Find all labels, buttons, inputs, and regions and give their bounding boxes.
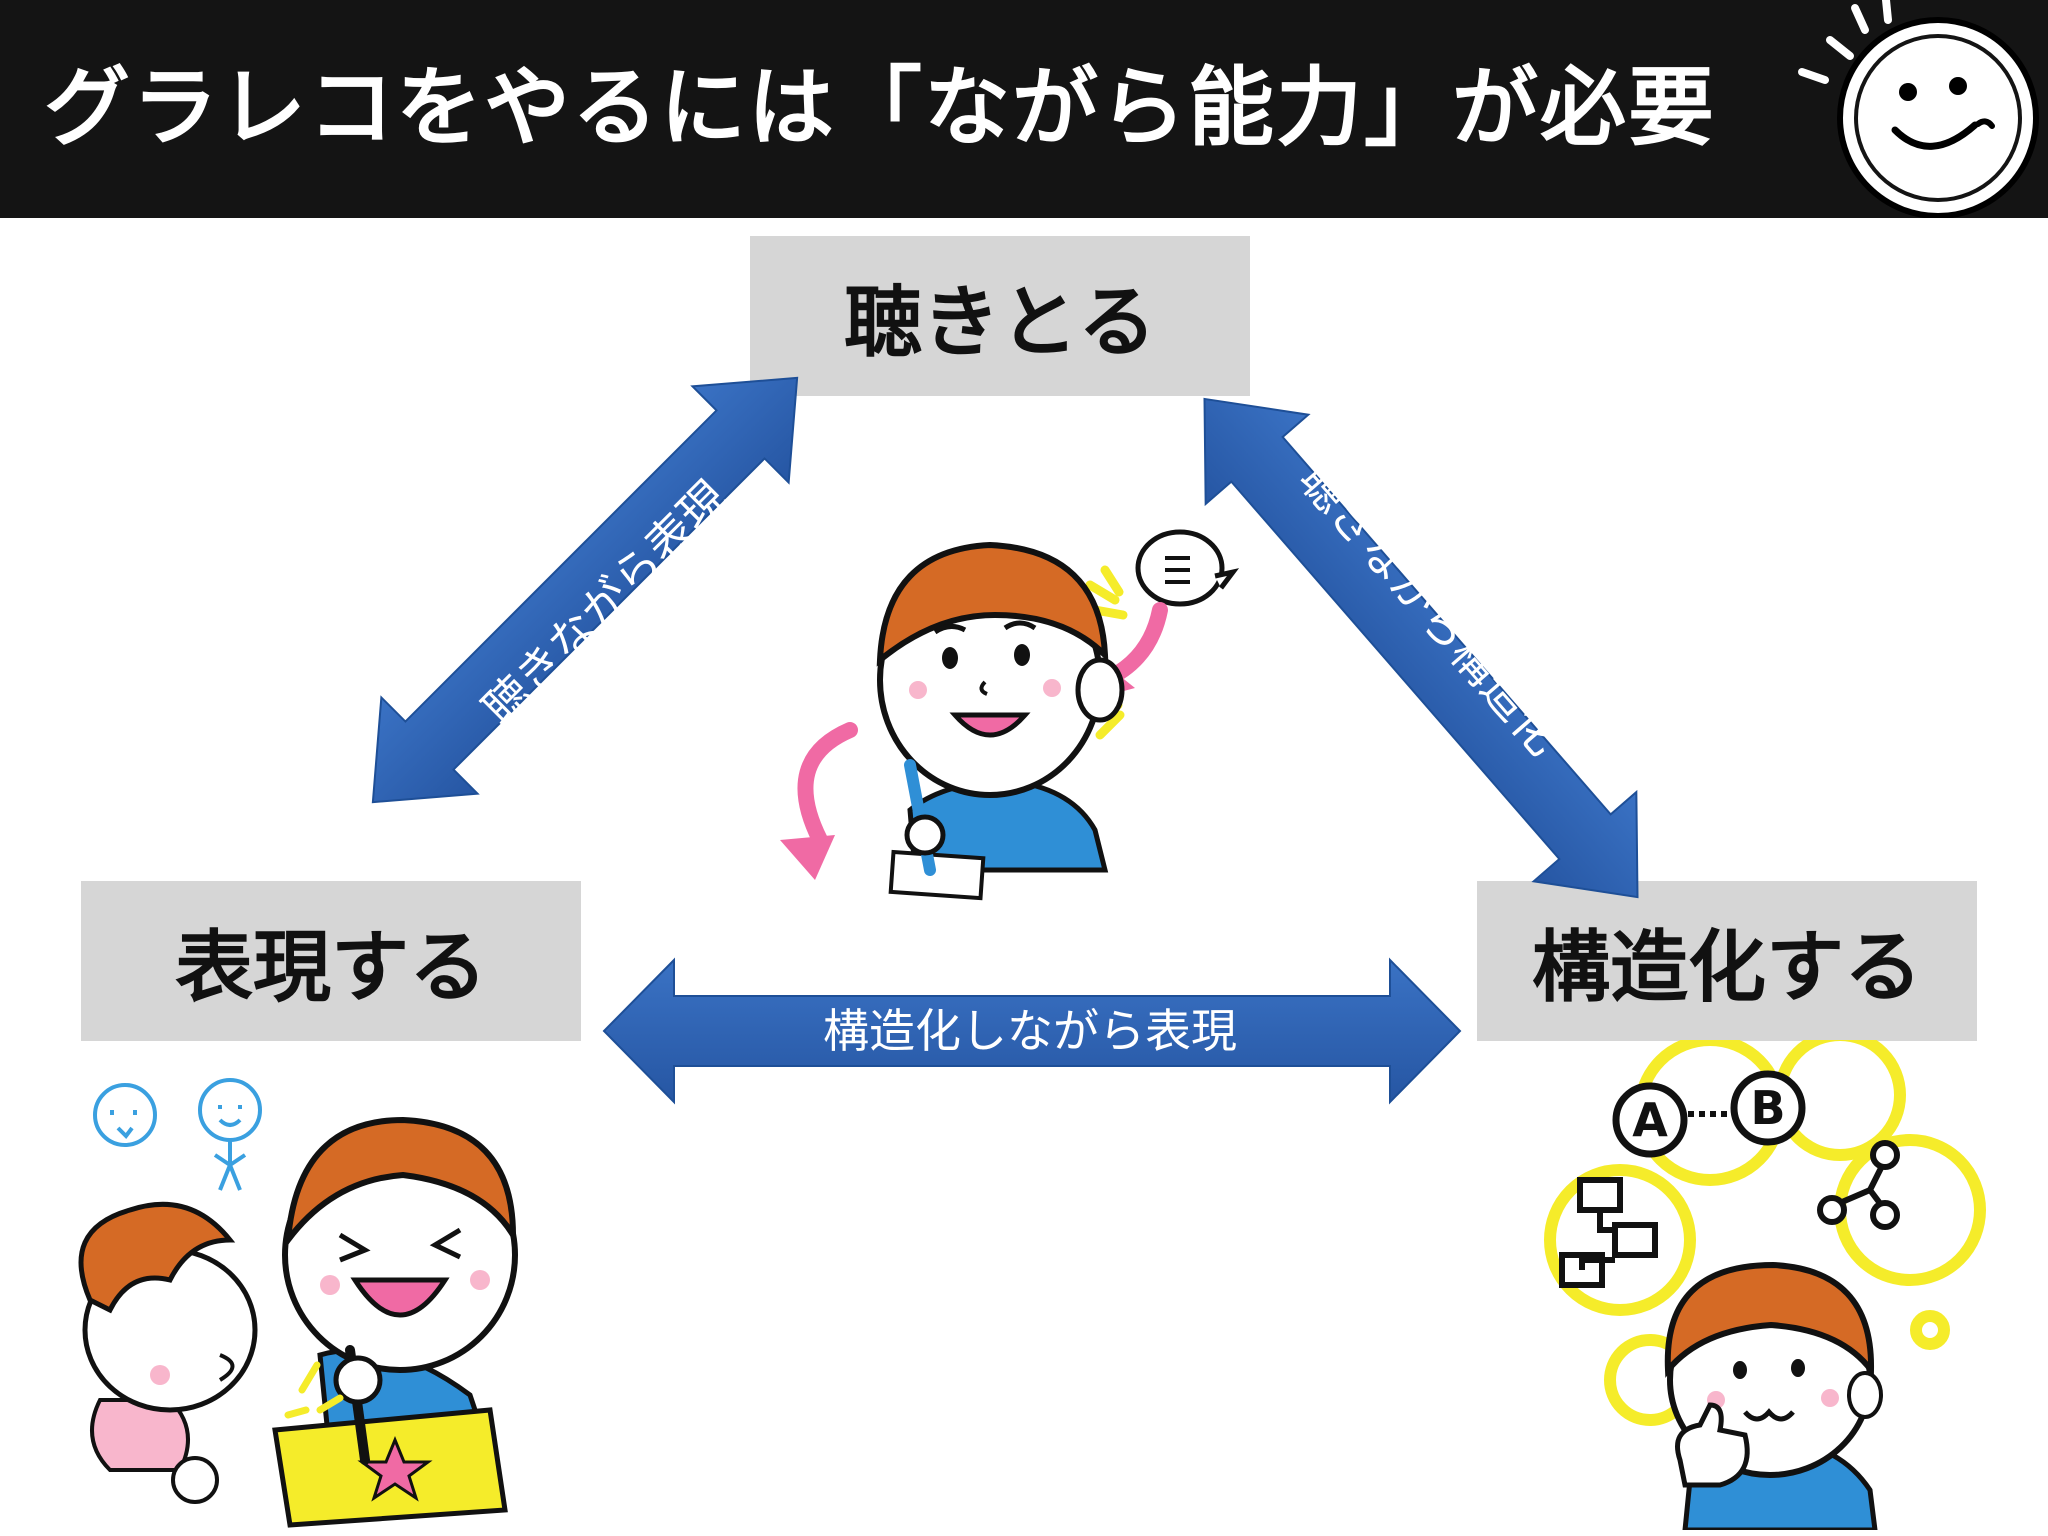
arrow-label-listen-express: 聴きながら表現 (472, 470, 738, 736)
node-listen: 聴きとる (750, 236, 1250, 396)
structuring-person-illustration: A B (1544, 1040, 1986, 1530)
expressing-people-illustration (78, 1078, 518, 1528)
arrow-label-listen-structure: 聴きながら構造化 (1288, 452, 1572, 766)
letter-a-icon (1612, 1082, 1688, 1158)
small-face-icon (93, 1078, 262, 1191)
letter-b-label: B (1750, 1081, 1785, 1135)
flowchart-icon (1559, 1177, 1658, 1288)
smiley-logo-icon (1798, 0, 2039, 218)
page-title: グラレコをやるには「ながら能力」が必要 (44, 58, 1716, 158)
network-icon (1817, 1140, 1900, 1230)
listening-person-illustration (780, 529, 1240, 901)
header-bar: グラレコをやるには「ながら能力」が必要 (0, 0, 2048, 218)
node-structure: 構造化する (1477, 881, 1977, 1041)
speech-bubble-icon (1135, 529, 1240, 607)
arrow-label-structure-express: 構造化しながら表現 (823, 1004, 1237, 1058)
letter-a-label: A (1632, 1093, 1668, 1147)
node-express: 表現する (81, 881, 581, 1041)
letter-b-icon (1730, 1070, 1806, 1146)
